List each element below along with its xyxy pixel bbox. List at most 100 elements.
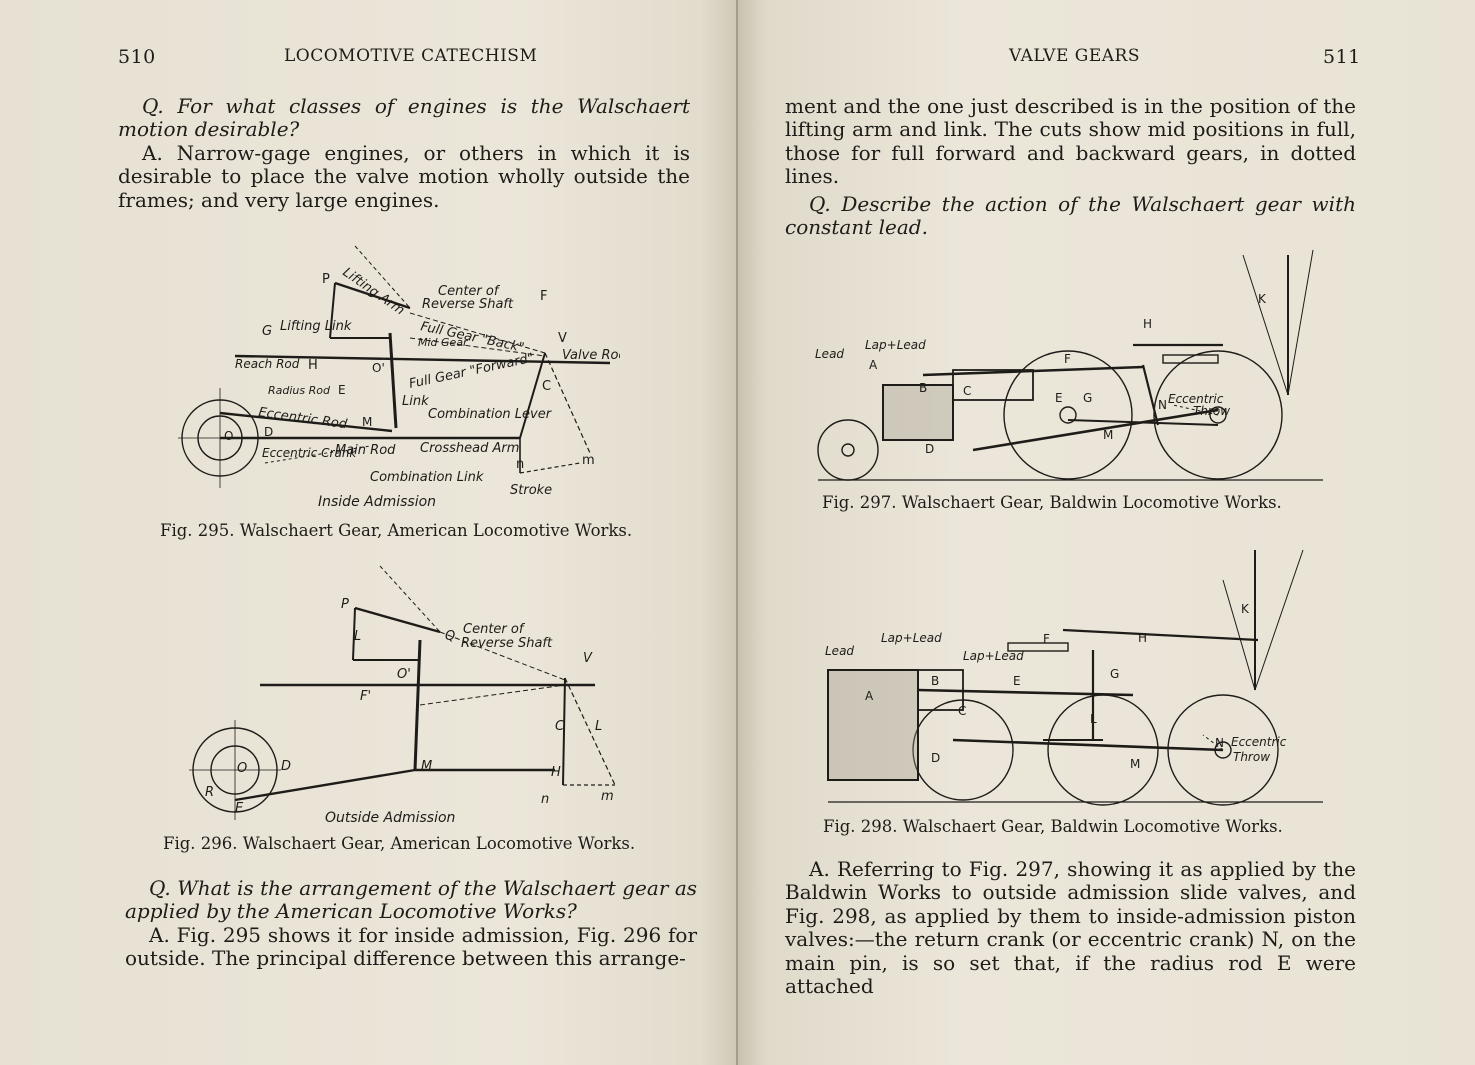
- figure-subtitle: Outside Admission: [325, 810, 455, 825]
- label-lap-lead-2: Lap+Lead: [963, 649, 1024, 663]
- label-h: H: [1143, 317, 1152, 331]
- label-l2: L: [595, 719, 602, 734]
- label-k: K: [1241, 602, 1250, 616]
- label-throw: Throw: [1233, 750, 1270, 764]
- reach-rod: [234, 354, 611, 365]
- label-radius-rod: Radius Rod: [268, 384, 331, 397]
- label-n: N: [1215, 736, 1224, 750]
- label-reach-rod: Reach Rod: [235, 357, 300, 371]
- label-combination-lever: Combination Lever: [428, 407, 553, 422]
- page-number: 510: [118, 46, 156, 68]
- answer: A. Narrow-gage engines, or others in whi…: [118, 140, 690, 212]
- label-h: H: [551, 765, 561, 780]
- label-eccentric: Eccentric: [1168, 392, 1224, 406]
- label-lead: Lead: [825, 644, 854, 658]
- label-c: C: [963, 384, 971, 398]
- label-c: C: [555, 719, 565, 734]
- figure-298: Lead Lap+Lead Lap+Lead A B C D E F G H K…: [823, 540, 1333, 810]
- label-v: V: [558, 331, 567, 346]
- label-g: G: [1083, 391, 1092, 405]
- label-a: A: [865, 689, 874, 703]
- label-g: G: [262, 324, 272, 339]
- running-head: VALVE GEARS: [1009, 46, 1140, 66]
- figure-296: P L Q Center of Reverse Shaft V F' O' C …: [185, 560, 635, 825]
- label-p: P: [322, 272, 330, 287]
- diagram-297: Lead Lap+Lead A B C D E F G H K M N Ecce…: [815, 249, 1323, 481]
- label-full-gear-forward: Full Gear "Forward": [408, 351, 535, 392]
- label-lap-lead: Lap+Lead: [881, 631, 942, 645]
- label-n: n: [541, 792, 549, 807]
- label-m: M: [1130, 757, 1140, 771]
- label-link: Link: [402, 394, 429, 409]
- label-e: E: [1055, 391, 1063, 405]
- running-head: LOCOMOTIVE CATECHISM: [284, 46, 538, 66]
- label-f-prime: F': [360, 689, 371, 704]
- question: Q. Describe the action of the Walschaert…: [785, 191, 1356, 240]
- label-v: V: [583, 651, 593, 666]
- label-m: M: [421, 759, 432, 774]
- diagram-295: Lifting Arm Center of Reverse Shaft F P …: [178, 245, 620, 510]
- label-r: R: [205, 785, 214, 800]
- label-o: O: [224, 429, 233, 443]
- label-eccentric: Eccentric: [1231, 735, 1287, 749]
- label-k: K: [1258, 292, 1267, 306]
- label-combination-link: Combination Link: [370, 470, 484, 485]
- text-block-top: Q. For what classes of engines is the Wa…: [118, 94, 690, 212]
- eccentric-rod: [219, 411, 393, 433]
- label-throw: Throw: [1193, 404, 1230, 418]
- text-block-bottom: Q. What is the arrangement of the Walsch…: [125, 876, 697, 971]
- label-o-prime: O': [397, 667, 411, 682]
- label-m: M: [362, 415, 372, 429]
- label-stroke: Stroke: [510, 483, 552, 498]
- figure-297: Lead Lap+Lead A B C D E F G H K M N Ecce…: [813, 245, 1333, 490]
- figure-295: Lifting Arm Center of Reverse Shaft F P …: [170, 238, 620, 518]
- figure-caption-298: Fig. 298. Walschaert Gear, Baldwin Locom…: [823, 817, 1283, 836]
- label-d: D: [925, 442, 934, 456]
- label-g: G: [1110, 667, 1119, 681]
- label-l: L: [1090, 712, 1097, 726]
- figure-caption-297: Fig. 297. Walschaert Gear, Baldwin Locom…: [822, 493, 1282, 512]
- label-p: P: [341, 597, 349, 612]
- answer: A. Referring to Fig. 297, showing it as …: [785, 857, 1356, 999]
- label-h: H: [308, 358, 318, 373]
- label-d: D: [264, 425, 273, 439]
- label-a: A: [869, 358, 878, 372]
- diagram-298: Lead Lap+Lead Lap+Lead A B C D E F G H K…: [825, 549, 1323, 806]
- text-block-top: ment and the one just described is in th…: [785, 94, 1356, 240]
- label-lap-lead: Lap+Lead: [865, 338, 926, 352]
- label-l: L: [354, 629, 361, 644]
- label-valve-rod: Valve Rod: [562, 348, 620, 363]
- diagram-296: P L Q Center of Reverse Shaft V F' O' C …: [189, 565, 616, 825]
- label-e: E: [1013, 674, 1021, 688]
- label-m-small: m: [601, 789, 614, 804]
- figure-caption-295: Fig. 295. Walschaert Gear, American Loco…: [160, 521, 633, 540]
- label-center-of: Center of: [438, 284, 501, 299]
- label-o: O: [237, 761, 247, 776]
- figure-subtitle: Inside Admission: [318, 494, 436, 510]
- right-page: VALVE GEARS 511 ment and the one just de…: [738, 0, 1475, 1065]
- label-f: F: [540, 289, 547, 304]
- question: Q. For what classes of engines is the Wa…: [118, 94, 690, 142]
- label-e: E: [338, 383, 346, 397]
- page-number: 511: [1323, 46, 1361, 68]
- text-block-bottom: A. Referring to Fig. 297, showing it as …: [785, 857, 1356, 999]
- label-crosshead-arm: Crosshead Arm: [420, 441, 519, 456]
- label-c: C: [542, 379, 551, 394]
- label-d: D: [931, 751, 940, 765]
- label-lifting-arm: Lifting Arm: [340, 265, 407, 318]
- answer: A. Fig. 295 shows it for inside admissio…: [125, 922, 697, 971]
- label-mid-gear: Mid Gear: [418, 336, 469, 349]
- label-m-small: m: [582, 453, 595, 468]
- label-o-prime: O': [372, 361, 385, 375]
- label-n: N: [1158, 398, 1167, 412]
- label-reverse-shaft: Reverse Shaft: [422, 297, 514, 312]
- label-c: C: [958, 704, 966, 718]
- label-b: B: [919, 381, 927, 395]
- label-f: F: [1064, 352, 1071, 366]
- label-lead: Lead: [815, 347, 844, 361]
- question: Q. What is the arrangement of the Walsch…: [125, 876, 697, 924]
- continued-paragraph: ment and the one just described is in th…: [785, 94, 1356, 189]
- label-n: n: [516, 457, 524, 472]
- label-lifting-link: Lifting Link: [280, 319, 352, 334]
